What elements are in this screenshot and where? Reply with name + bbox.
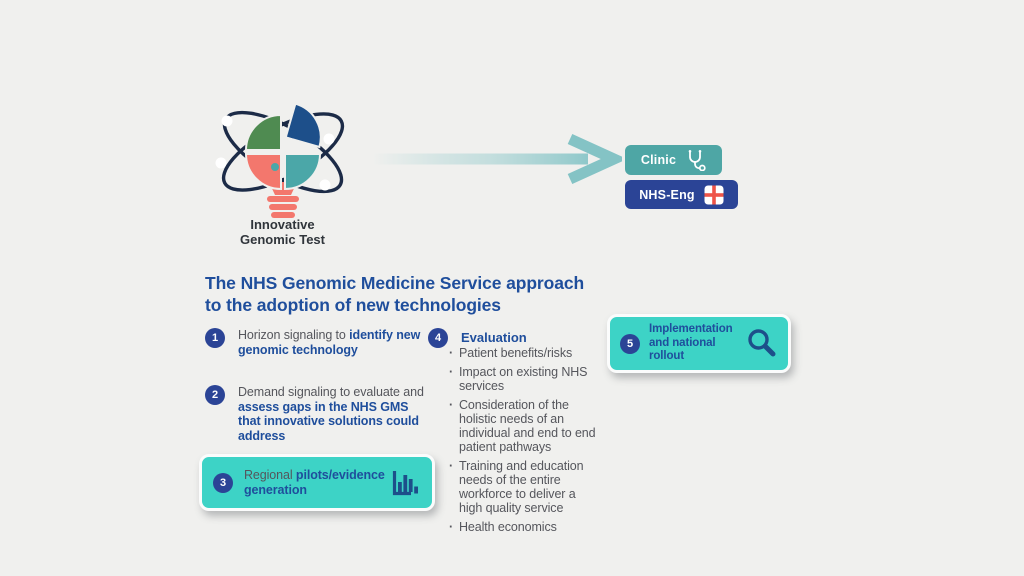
step-5-implementation-card: 5 Implementation and national rollout <box>607 314 791 373</box>
step-1-number-badge: 1 <box>205 328 225 348</box>
evaluation-bullet: Health economics <box>449 520 601 534</box>
evaluation-bullet: Training and education needs of the enti… <box>449 459 601 515</box>
step-5-text: Implementation and national rollout <box>649 323 745 364</box>
step-1-text-bold: identify new genomic technology <box>238 328 421 357</box>
atom-lightbulb-puzzle-icon <box>215 102 345 218</box>
step-1-text-plain: Horizon signaling to <box>238 328 350 342</box>
page-title-line1: The NHS Genomic Medicine Service approac… <box>205 273 585 293</box>
logo-label-line2: Genomic Test <box>239 232 325 247</box>
nhs-eng-badge-label: NHS-Eng <box>639 187 695 202</box>
clinic-badge-label: Clinic <box>640 153 677 167</box>
page-title-line2: to the adoption of new technologies <box>205 294 501 315</box>
england-flag-icon <box>704 185 724 204</box>
step-2-text-plain: Demand signaling to evaluate and <box>238 385 424 399</box>
step-2-number-badge: 2 <box>205 385 225 405</box>
right-arrow-icon <box>372 134 622 184</box>
page-title: The NHS Genomic Medicine Service approac… <box>205 273 635 316</box>
nhs-eng-badge: NHS-Eng <box>625 180 738 209</box>
step-3-regional-pilots-card: 3 Regional pilots/evidence generation <box>199 454 435 511</box>
step-2-text-bold: assess gaps in the NHS GMS that innovati… <box>238 399 419 443</box>
step-4-evaluation: 4 Evaluation <box>428 328 527 348</box>
step-3-text-plain: Regional <box>244 468 296 482</box>
step-3-number-badge: 3 <box>213 472 233 493</box>
step-3-text: Regional pilots/evidence generation <box>244 468 391 497</box>
step-5-number-badge: 5 <box>620 333 640 354</box>
clinic-badge: Clinic <box>625 145 722 175</box>
evaluation-bullet: Consideration of the holistic needs of a… <box>449 398 601 454</box>
step-2-demand-signaling: 2 Demand signaling to evaluate and asses… <box>205 385 430 443</box>
step-3-text-bold: pilots/evidence generation <box>244 468 385 497</box>
logo-label: Innovative Genomic Test <box>205 217 360 247</box>
step-1-horizon-signaling: 1 Horizon signaling to identify new geno… <box>205 328 430 357</box>
logo-label-line1: Innovative <box>250 217 315 232</box>
bar-chart-icon <box>391 467 421 499</box>
step-5-text-bold: Implementation and national rollout <box>649 323 733 363</box>
stethoscope-icon <box>688 150 706 171</box>
magnifier-icon <box>745 327 778 360</box>
step-4-number-badge: 4 <box>428 328 448 348</box>
step-1-text: Horizon signaling to identify new genomi… <box>238 328 430 357</box>
step-2-text: Demand signaling to evaluate and assess … <box>238 385 430 443</box>
evaluation-bullet-list: Patient benefits/risks Impact on existin… <box>449 346 601 539</box>
evaluation-bullet: Patient benefits/risks <box>449 346 601 360</box>
evaluation-bullet: Impact on existing NHS services <box>449 365 601 393</box>
step-4-heading: Evaluation <box>461 330 527 345</box>
